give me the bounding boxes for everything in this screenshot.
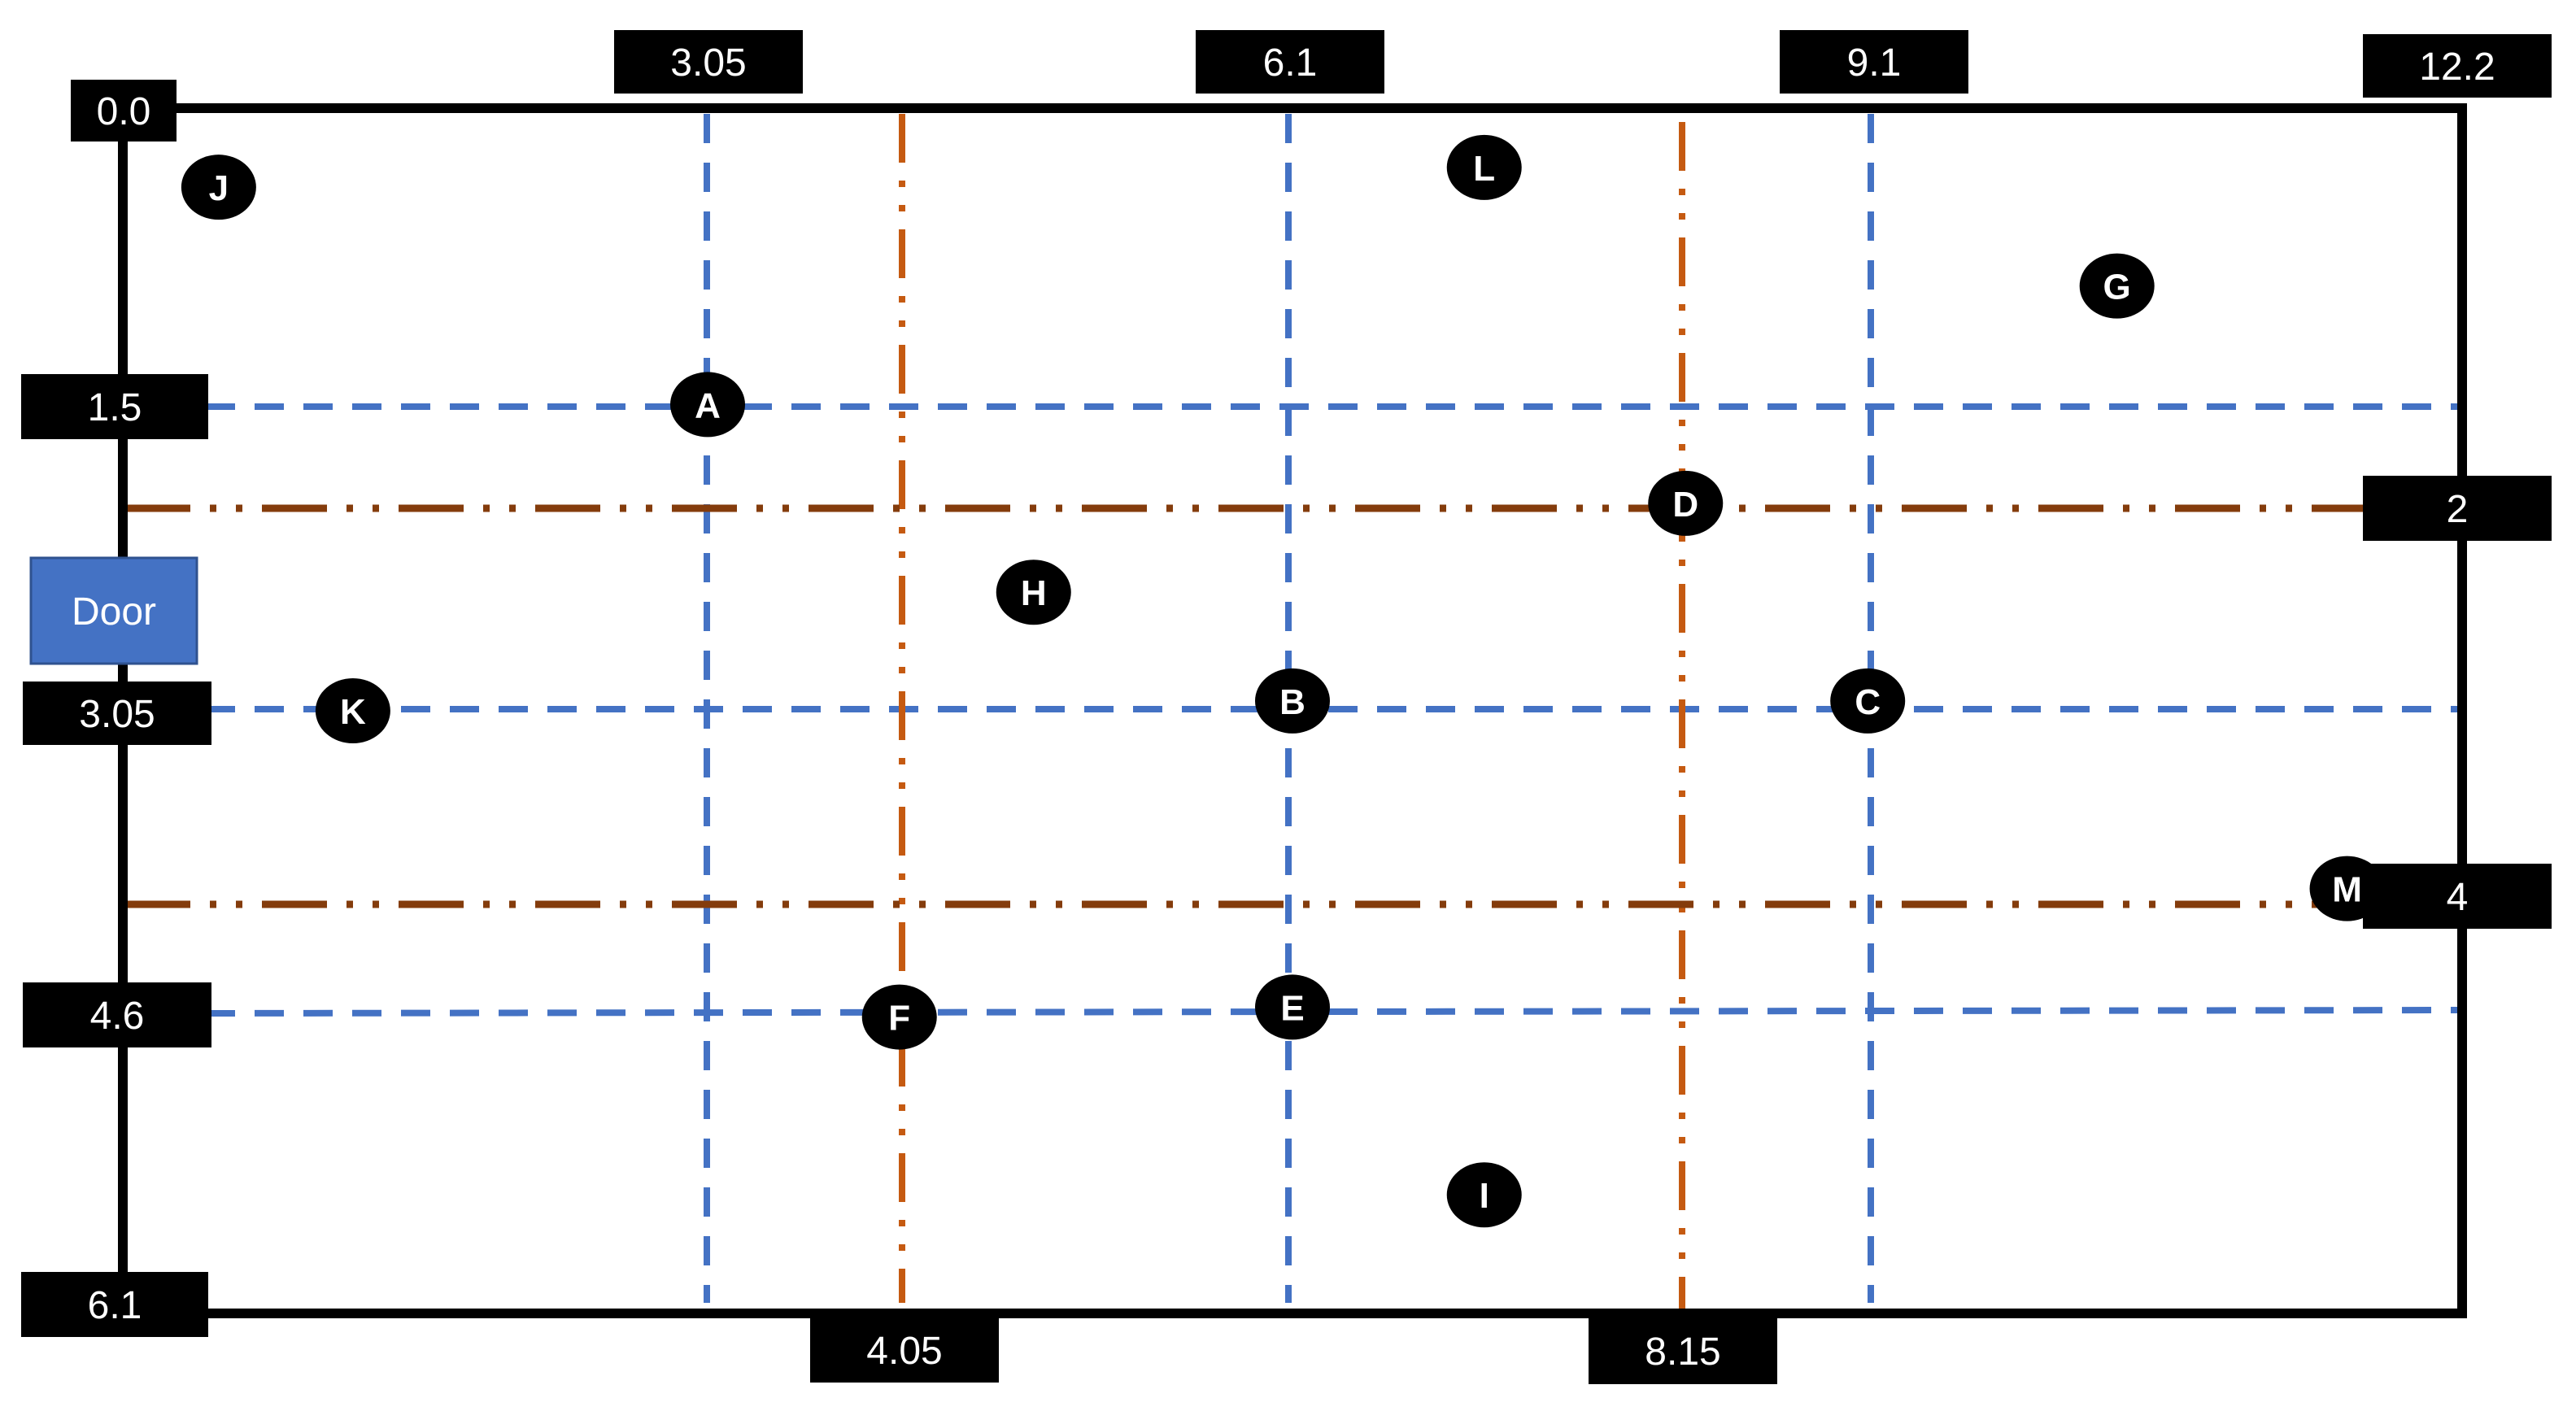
top-label-3-05: 3.05 bbox=[670, 41, 746, 85]
point-marker bbox=[1446, 1162, 1522, 1228]
bottom-axis-labels: 4.05 8.15 bbox=[810, 1317, 1777, 1384]
point-marker bbox=[181, 155, 256, 220]
point-k: K bbox=[315, 678, 390, 743]
bottom-label-8-15: 8.15 bbox=[1645, 1330, 1720, 1374]
point-marker bbox=[861, 984, 937, 1050]
point-d: D bbox=[1648, 470, 1724, 536]
top-label-12-2: 12.2 bbox=[2419, 46, 2495, 89]
top-label-6-1: 6.1 bbox=[1263, 41, 1318, 85]
right-label-2: 2 bbox=[2447, 488, 2469, 531]
point-b: B bbox=[1255, 668, 1330, 734]
point-marker bbox=[1648, 470, 1724, 536]
point-i: I bbox=[1446, 1162, 1522, 1228]
right-axis-labels: 2 4 bbox=[2363, 476, 2552, 929]
point-label: F bbox=[888, 999, 910, 1039]
left-label-1-5: 1.5 bbox=[88, 386, 142, 429]
point-label: D bbox=[1672, 485, 1698, 525]
point-marker bbox=[1830, 668, 1906, 734]
point-label: B bbox=[1279, 682, 1305, 722]
orange-grid-lines-vertical bbox=[899, 114, 1685, 1313]
point-marker bbox=[315, 678, 390, 743]
top-axis-labels: 3.05 6.1 9.1 12.2 bbox=[614, 30, 2552, 98]
point-label: L bbox=[1473, 149, 1495, 189]
point-h: H bbox=[996, 560, 1071, 625]
point-marker bbox=[2309, 856, 2385, 921]
points-layer: J L G A D H K B C M F E I bbox=[181, 134, 2385, 1228]
point-e: E bbox=[1255, 974, 1330, 1040]
blue-horizontal-line-3 bbox=[205, 1007, 2464, 1017]
point-label: A bbox=[695, 385, 721, 425]
door[interactable]: Door bbox=[29, 556, 198, 665]
point-marker bbox=[996, 560, 1071, 625]
left-label-6-1: 6.1 bbox=[88, 1284, 142, 1327]
point-marker bbox=[1255, 974, 1330, 1040]
left-label-0-0: 0.0 bbox=[97, 90, 151, 133]
point-j: J bbox=[181, 155, 256, 220]
point-l: L bbox=[1446, 134, 1522, 200]
point-a: A bbox=[670, 372, 745, 438]
left-axis-labels: 0.0 1.5 3.05 4.6 6.1 bbox=[21, 80, 211, 1337]
point-label: G bbox=[2103, 268, 2131, 307]
point-label: C bbox=[1855, 682, 1881, 722]
point-m: M bbox=[2309, 856, 2385, 921]
point-marker bbox=[1255, 668, 1330, 734]
door-box bbox=[29, 556, 198, 665]
right-label-4: 4 bbox=[2447, 876, 2469, 919]
point-marker bbox=[1446, 134, 1522, 200]
point-label: M bbox=[2332, 870, 2362, 910]
orange-grid-lines-horizontal bbox=[125, 504, 2363, 908]
left-label-4-6: 4.6 bbox=[90, 995, 145, 1038]
point-label: J bbox=[209, 168, 229, 208]
door-label: Door bbox=[72, 590, 156, 634]
top-label-9-1: 9.1 bbox=[1847, 41, 1902, 85]
point-g: G bbox=[2079, 253, 2155, 319]
bottom-label-4-05: 4.05 bbox=[866, 1330, 942, 1373]
left-label-3-05: 3.05 bbox=[79, 693, 155, 736]
point-label: H bbox=[1021, 573, 1047, 613]
point-label: E bbox=[1280, 988, 1304, 1028]
point-label: K bbox=[340, 692, 366, 732]
point-f: F bbox=[861, 984, 937, 1050]
point-marker bbox=[2079, 253, 2155, 319]
point-c: C bbox=[1830, 668, 1906, 734]
point-label: I bbox=[1480, 1176, 1489, 1216]
point-marker bbox=[670, 372, 745, 438]
